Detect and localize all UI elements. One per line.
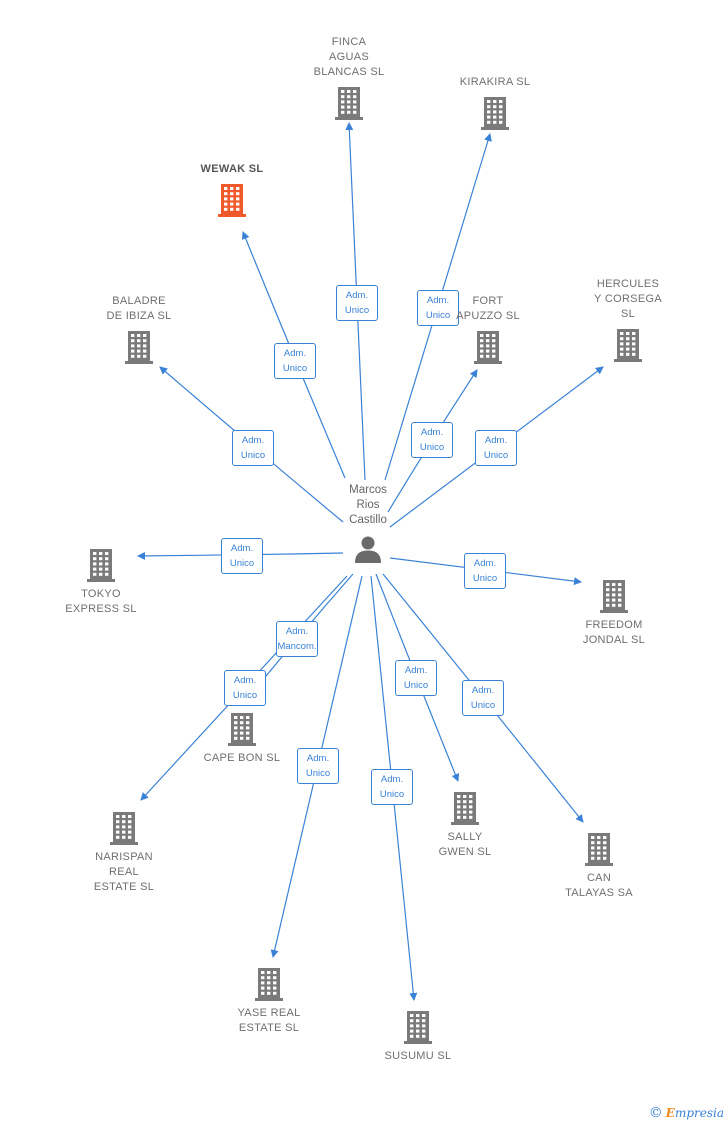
relation-text: Unico (419, 442, 445, 453)
relation-text: Unico (305, 768, 331, 779)
company-narispan[interactable]: NARISPAN REAL ESTATE SL (54, 811, 194, 895)
relation-text: Adm. (230, 543, 254, 554)
relation-badge-tokyo[interactable]: Adm. Unico (221, 538, 263, 574)
relation-text: Adm. (241, 435, 265, 446)
relation-text: Adm. (233, 675, 257, 686)
building-icon (451, 792, 479, 825)
relation-text: Adm. (306, 753, 330, 764)
person-name: Marcos Rios Castillo (349, 484, 387, 526)
relation-badge-freedom[interactable]: Adm. Unico (464, 553, 506, 589)
building-icon (87, 549, 115, 582)
relation-text: Unico (344, 305, 370, 316)
company-sally[interactable]: SALLY GWEN SL (395, 791, 535, 860)
brand-rest: mpresia (674, 1106, 724, 1120)
brand-initial: E (665, 1106, 675, 1120)
relation-badge-yase[interactable]: Adm. Unico (297, 748, 339, 784)
relation-text: Adm. (426, 295, 450, 306)
relation-text: Adm. (380, 774, 404, 785)
company-label: FORT APUZZO SL (456, 295, 520, 322)
relation-text: Unico (403, 680, 429, 691)
building-icon (218, 184, 246, 217)
person-node[interactable]: Marcos Rios Castillo (330, 483, 406, 564)
relation-text: Unico (470, 700, 496, 711)
relation-text: Adm. (345, 290, 369, 301)
building-icon (404, 1011, 432, 1044)
company-label: HERCULES Y CORSEGA SL (594, 278, 662, 320)
relation-text: Unico (229, 558, 255, 569)
relation-badge-capebon[interactable]: Adm. Mancom. (276, 621, 318, 657)
company-label: TOKYO EXPRESS SL (65, 588, 137, 615)
relation-text: Mancom. (277, 641, 317, 652)
building-icon (125, 331, 153, 364)
company-label: WEWAK SL (200, 163, 264, 175)
copyright-symbol: © (648, 1105, 663, 1121)
relation-text: Adm. (420, 427, 444, 438)
relation-badge-sally[interactable]: Adm. Unico (395, 660, 437, 696)
company-wewak[interactable]: WEWAK SL (162, 162, 302, 217)
company-label: YASE REAL ESTATE SL (237, 1007, 301, 1034)
relation-badge-narispan[interactable]: Adm. Unico (224, 670, 266, 706)
company-kirakira[interactable]: KIRAKIRA SL (425, 75, 565, 130)
relation-badge-finca[interactable]: Adm. Unico (336, 285, 378, 321)
relation-badge-fort[interactable]: Adm. Unico (411, 422, 453, 458)
company-tokyo[interactable]: TOKYO EXPRESS SL (31, 548, 171, 617)
company-label: KIRAKIRA SL (459, 76, 531, 88)
company-baladre[interactable]: BALADRE DE IBIZA SL (69, 294, 209, 364)
company-label: FINCA AGUAS BLANCAS SL (313, 36, 385, 78)
relation-text: Adm. (283, 348, 307, 359)
building-icon (474, 331, 502, 364)
company-label: SUSUMU SL (384, 1050, 452, 1062)
company-hercules[interactable]: HERCULES Y CORSEGA SL (558, 277, 698, 362)
empresia-logo: ©Empresia (649, 1105, 724, 1121)
building-icon (585, 833, 613, 866)
relation-badge-wewak[interactable]: Adm. Unico (274, 343, 316, 379)
relation-text: Adm. (484, 435, 508, 446)
company-label: CAN TALAYAS SA (565, 872, 633, 899)
relation-text: Unico (282, 363, 308, 374)
company-freedom[interactable]: FREEDOM JONDAL SL (544, 579, 684, 648)
building-icon (228, 713, 256, 746)
relation-text: Unico (240, 450, 266, 461)
company-fort[interactable]: FORT APUZZO SL (418, 294, 558, 364)
building-icon (614, 329, 642, 362)
relation-text: Unico (232, 690, 258, 701)
building-icon (600, 580, 628, 613)
relation-text: Adm. (473, 558, 497, 569)
building-icon (335, 87, 363, 120)
company-cantalayas[interactable]: CAN TALAYAS SA (529, 832, 669, 901)
relation-badge-hercules[interactable]: Adm. Unico (475, 430, 517, 466)
relation-text: Adm. (404, 665, 428, 676)
company-label: NARISPAN REAL ESTATE SL (93, 851, 155, 893)
company-label: BALADRE DE IBIZA SL (106, 295, 172, 322)
relation-text: Unico (425, 310, 451, 321)
company-susumu[interactable]: SUSUMU SL (348, 1010, 488, 1064)
company-capebon[interactable]: CAPE BON SL (172, 712, 312, 766)
relation-text: Unico (379, 789, 405, 800)
building-icon (255, 968, 283, 1001)
relation-badge-baladre[interactable]: Adm. Unico (232, 430, 274, 466)
relation-badge-kirakira[interactable]: Adm. Unico (417, 290, 459, 326)
relation-badge-cantalayas[interactable]: Adm. Unico (462, 680, 504, 716)
company-finca[interactable]: FINCA AGUAS BLANCAS SL (279, 35, 419, 120)
relation-text: Adm. (285, 626, 309, 637)
company-yase[interactable]: YASE REAL ESTATE SL (199, 967, 339, 1036)
company-label: SALLY GWEN SL (438, 831, 492, 858)
relation-text: Unico (483, 450, 509, 461)
relation-badge-susumu[interactable]: Adm. Unico (371, 769, 413, 805)
relation-text: Adm. (471, 685, 495, 696)
building-icon (110, 812, 138, 845)
relation-text: Unico (472, 573, 498, 584)
building-icon (481, 97, 509, 130)
company-label: FREEDOM JONDAL SL (582, 619, 646, 646)
person-icon (355, 536, 381, 563)
company-label: CAPE BON SL (203, 752, 281, 764)
